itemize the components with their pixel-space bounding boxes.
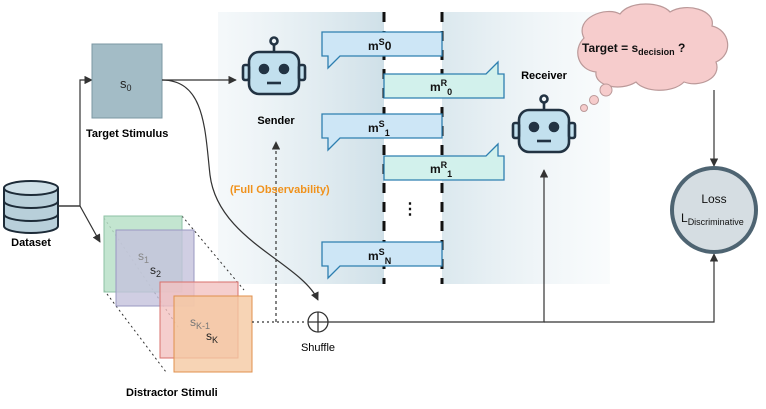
message-sender-1: mS1 xyxy=(321,113,443,152)
svg-text:Target = sdecision ?: Target = sdecision ? xyxy=(582,41,685,57)
svg-text:mSN: mSN xyxy=(368,247,391,266)
dataset-label: Dataset xyxy=(11,237,51,249)
full-observability-label: (Full Observability) xyxy=(230,184,330,196)
robot-icon xyxy=(241,36,307,96)
message-sender-n: mSN xyxy=(321,241,443,280)
distractor-symbol-2: s2 xyxy=(150,263,161,279)
distractor-stimuli-label: Distractor Stimuli xyxy=(126,387,218,399)
distractor-box-4 xyxy=(173,295,253,373)
svg-text:Loss: Loss xyxy=(701,192,726,206)
svg-text:mR1: mR1 xyxy=(430,160,452,179)
dataset-to-target-arrow xyxy=(58,75,93,207)
shuffle-label: Shuffle xyxy=(301,342,335,354)
database-icon xyxy=(3,180,59,234)
target-to-shuffle-line xyxy=(161,79,319,301)
target-stimulus-symbol: s0 xyxy=(120,76,132,93)
distractor-symbol-1: s1 xyxy=(138,249,149,265)
robot-icon xyxy=(511,94,577,154)
svg-text:mS1: mS1 xyxy=(368,119,390,138)
target-stimulus-box xyxy=(91,43,163,119)
message-receiver-0: mR0 xyxy=(383,60,505,99)
distractor-stack xyxy=(103,215,253,373)
shuffle-to-loss-arrow xyxy=(544,253,719,323)
thought-bubble: Target = sdecision ? xyxy=(577,3,729,112)
message-sender-0: mS0 xyxy=(321,31,443,70)
sender-panel xyxy=(218,12,384,284)
distractor-symbol-4: sK xyxy=(206,329,218,345)
shuffle-icon xyxy=(307,311,329,333)
target-stimulus-label: Target Stimulus xyxy=(86,128,168,140)
messages-ellipsis: ⋮ xyxy=(402,201,418,218)
message-receiver-1: mR1 xyxy=(383,142,505,181)
svg-text:mS0: mS0 xyxy=(368,37,392,53)
dataset-to-distractors-arrow xyxy=(58,205,101,243)
svg-text:LDiscriminative: LDiscriminative xyxy=(681,211,744,227)
distractor-symbol-3: sK-1 xyxy=(190,315,210,331)
receiver-label: Receiver xyxy=(521,70,568,82)
svg-text:mR0: mR0 xyxy=(430,78,452,97)
sender-label: Sender xyxy=(257,115,295,127)
loss-node: Loss LDiscriminative xyxy=(670,166,758,254)
channel-gap xyxy=(384,12,442,284)
